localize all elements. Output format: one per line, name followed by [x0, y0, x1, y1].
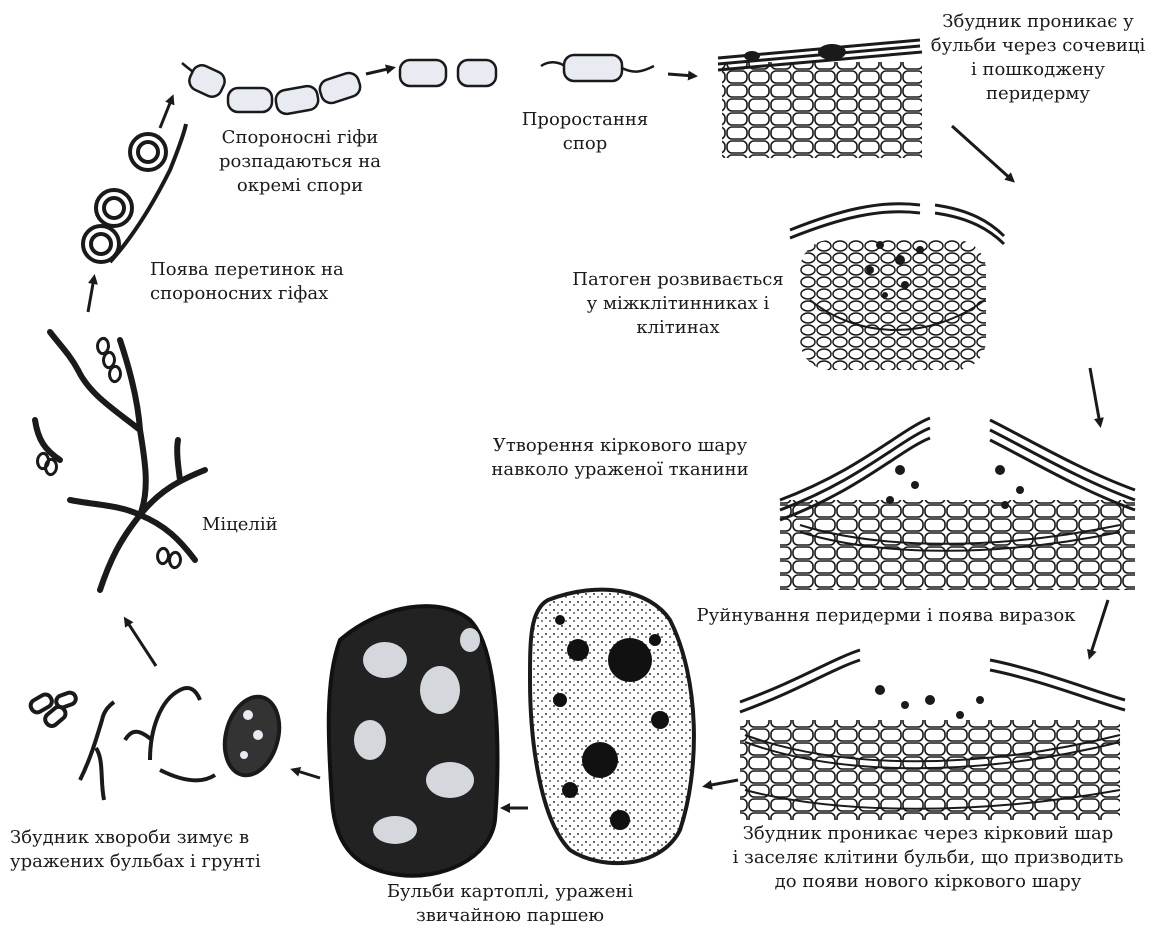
arrow-tubers-to-overwinter: [294, 770, 320, 778]
tuber-tissue-entry-drawing: [718, 40, 922, 158]
pathogen-development-drawing: [790, 204, 1004, 370]
arrow-overwinter-to-mycelium: [126, 620, 156, 666]
tuber-right-drawing: [530, 590, 694, 864]
septate-hyphae-drawing: [83, 124, 186, 262]
label-overwinters: Збудник хвороби зимує в уражених бульбах…: [10, 826, 300, 874]
cork-penetration-drawing: [740, 650, 1125, 820]
germinating-spore-drawing: [541, 55, 654, 81]
arrow-chain-to-spores: [366, 68, 392, 74]
label-septa: Поява перетинок на спороносних гіфах: [150, 258, 380, 306]
spore-chain-drawing: [182, 60, 496, 115]
label-hyphae-break: Спороносні гіфи розпадаються на окремі с…: [200, 126, 400, 198]
label-cork-penetration: Збудник проникає через кірковий шар і за…: [708, 822, 1148, 894]
label-tubers-affected: Бульби картоплі, уражені звичайною парше…: [360, 880, 660, 928]
arrow-septa-to-chain: [160, 98, 172, 128]
label-periderm-destruction: Руйнування перидерми і поява виразок: [676, 604, 1096, 628]
cork-layer-formation-drawing: [780, 418, 1135, 590]
label-germination: Проростання спор: [515, 108, 655, 156]
arrow-mycelium-to-septa: [88, 278, 94, 312]
overwintering-forms-drawing: [28, 688, 287, 800]
tuber-left-drawing: [329, 606, 498, 876]
mycelium-coils: [38, 338, 181, 567]
label-pathogen-develops: Патоген розвивається у міжклітинниках і …: [560, 268, 796, 340]
arrow-tissue2-to-tissue3: [1090, 368, 1100, 424]
label-mycelium: Міцелій: [202, 513, 278, 537]
arrow-tissue4-to-tubers: [706, 780, 738, 786]
label-penetrates: Збудник проникає у бульби через сочевиці…: [918, 10, 1158, 106]
arrow-tissue1-to-tissue2: [952, 126, 1012, 180]
arrow-germination-to-tissue: [668, 74, 694, 76]
label-cork-formation: Утворення кіркового шару навколо уражено…: [470, 434, 770, 482]
